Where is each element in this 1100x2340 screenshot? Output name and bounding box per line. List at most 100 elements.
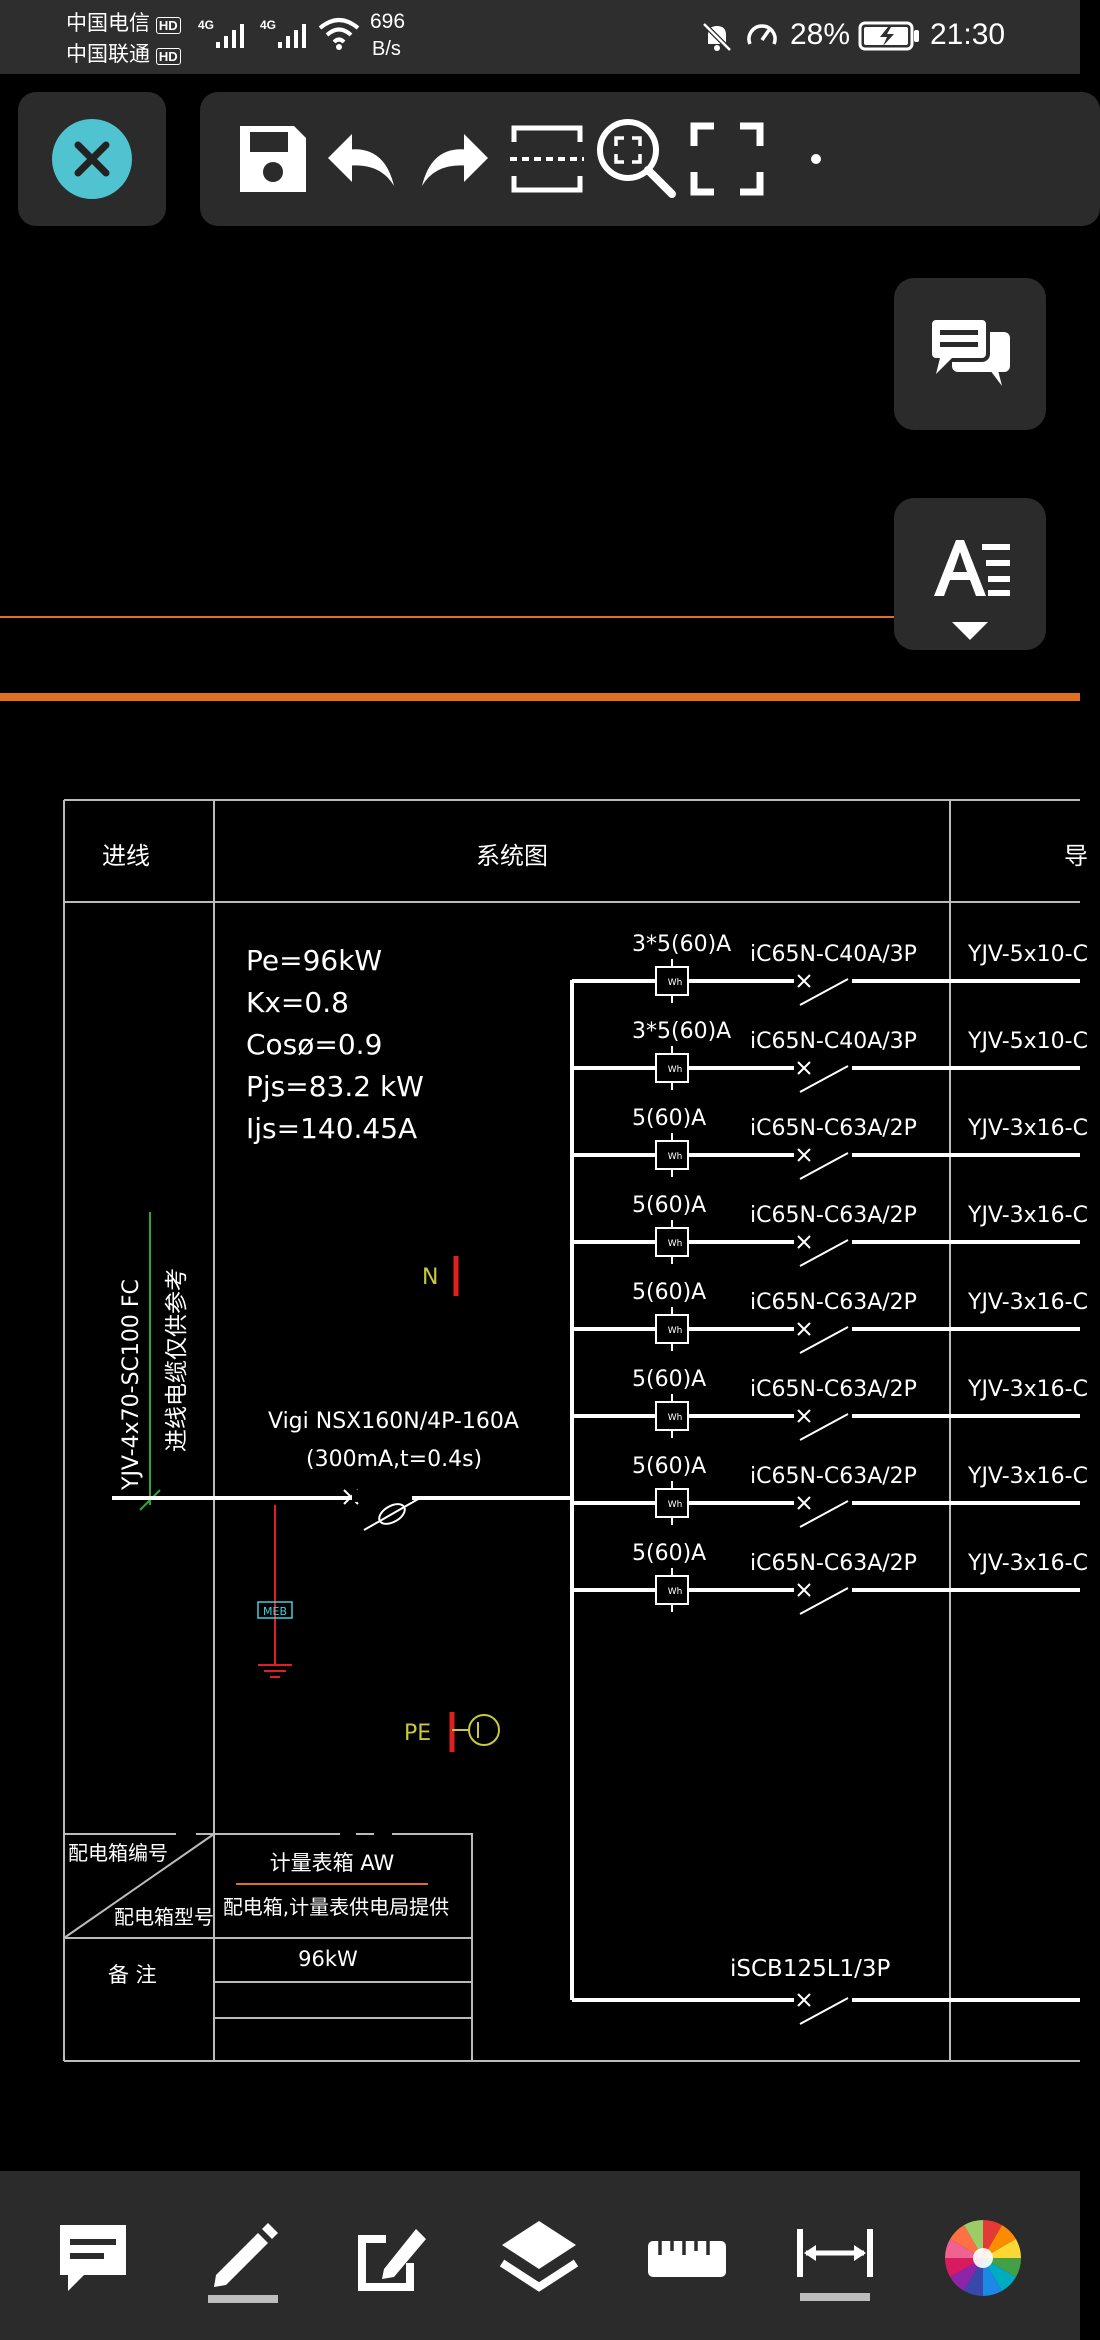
carrier-2: 中国联通 HD [66, 38, 181, 68]
breaker-blade [799, 1500, 849, 1528]
breaker-x [797, 1409, 811, 1423]
breaker-x [797, 1148, 811, 1162]
comments-button[interactable] [894, 278, 1046, 430]
branch-breaker-label: iC65N-C63A/2P [750, 1551, 917, 1576]
branch-breaker-label: iC65N-C63A/2P [750, 1377, 917, 1402]
meter-box [655, 1488, 689, 1518]
network-type-2: 4G [260, 18, 277, 32]
color-wheel-icon[interactable] [936, 2211, 1030, 2305]
clock: 21:30 [930, 18, 1006, 51]
meb-box [257, 1601, 293, 1619]
edit-note-icon[interactable] [344, 2211, 438, 2305]
branch-breaker-label: iC65N-C63A/2P [750, 1203, 917, 1228]
main-breaker-symbol [343, 1489, 421, 1531]
meb-label: MEB [263, 1605, 287, 1618]
net-speed-value: 696 [370, 10, 406, 33]
meter-mark: Wh [668, 1152, 683, 1162]
breaker-x [797, 1322, 811, 1336]
breaker-gap [794, 1996, 852, 2006]
meter-rating: 5(60)A [632, 1454, 706, 1479]
branch-breaker-label: iC65N-C63A/2P [750, 1464, 917, 1489]
fullscreen-icon[interactable] [680, 112, 774, 206]
network-type-1: 4G [198, 18, 215, 32]
net-speed-unit: B/s [372, 38, 401, 60]
branch-cable-label: YJV-3x16-C [967, 1290, 1088, 1315]
breaker-x [797, 1496, 811, 1510]
color-segment [945, 2239, 983, 2258]
neutral-label: N [422, 1265, 438, 1290]
layers-icon[interactable] [492, 2211, 586, 2305]
color-wheel-center [973, 2248, 993, 2268]
pe-label: PE [404, 1721, 431, 1746]
more-icon[interactable] [770, 112, 864, 206]
breaker-gap [794, 1238, 852, 1247]
drawing-table-frame [63, 799, 1080, 2062]
color-segment [950, 2258, 983, 2291]
pencil-icon[interactable] [196, 2211, 290, 2305]
bottom-toolbar [0, 2171, 1080, 2340]
breaker-gap [794, 1151, 852, 1160]
meter-mark: Wh [668, 1326, 683, 1336]
color-segment [950, 2225, 983, 2258]
top-toolbar [200, 92, 1100, 226]
cable-spec: YJV-4x70-SC100 FC [119, 1279, 144, 1491]
section-icon[interactable] [500, 112, 594, 206]
meter-rating: 3*5(60)A [632, 932, 731, 957]
color-segment [945, 2258, 983, 2277]
load-cos: Cosø=0.9 [246, 1028, 382, 1061]
branch-cable-label: YJV-3x16-C [967, 1203, 1088, 1228]
color-segment [983, 2225, 1016, 2258]
meter-rating: 5(60)A [632, 1541, 706, 1566]
battery-percent: 28% [790, 18, 851, 51]
signal-icon [216, 24, 244, 48]
close-icon[interactable] [50, 117, 134, 201]
header-cut: 导 [1064, 842, 1088, 870]
breaker-blade [799, 1239, 849, 1267]
breaker-gap [794, 1586, 852, 1595]
color-segment [983, 2258, 1002, 2296]
dimension-icon[interactable] [788, 2211, 882, 2305]
comment-icon[interactable] [46, 2211, 140, 2305]
meter-rating: 3*5(60)A [632, 1019, 731, 1044]
branch-breaker-label: iC65N-C63A/2P [750, 1290, 917, 1315]
load-pjs: Pjs=83.2 kW [246, 1070, 424, 1103]
breaker-blade [799, 1152, 849, 1180]
zoom-fit-icon[interactable] [590, 112, 684, 206]
breaker-x [797, 1061, 811, 1075]
color-segment [983, 2258, 1016, 2291]
meter-rating: 5(60)A [632, 1367, 706, 1392]
cable-note: 进线电缆仅供参考 [164, 1268, 190, 1452]
meter-rating: 5(60)A [632, 1106, 706, 1131]
meter-box [655, 1575, 689, 1605]
cad-drawing-canvas[interactable]: 进线 系统图 导 Pe=96kW Kx=0.8 Cosø=0.9 Pjs=83.… [0, 580, 1088, 2160]
battery-charging-icon [858, 21, 919, 51]
save-icon[interactable] [226, 112, 320, 206]
capacity-value: 96kW [298, 1947, 358, 1971]
load-kx: Kx=0.8 [246, 986, 349, 1019]
load-ijs: Ijs=140.45A [246, 1112, 417, 1145]
color-segment [983, 2239, 1021, 2258]
mute-bell-icon [702, 22, 732, 52]
pe-terminal-icon [468, 1714, 500, 1746]
breaker-x [797, 1583, 811, 1597]
remark-label: 备 注 [108, 1963, 157, 1987]
box-model-label: 配电箱型号 [114, 1905, 214, 1929]
breaker-gap [794, 1499, 852, 1508]
breaker-blade [799, 1413, 849, 1441]
text-style-button[interactable] [894, 498, 1046, 650]
breaker-blade [799, 978, 849, 1006]
branch-cable-label: YJV-5x10-C [967, 1029, 1088, 1054]
undo-icon[interactable] [316, 112, 410, 206]
meter-mark: Wh [668, 1587, 683, 1597]
meter-box [655, 1140, 689, 1170]
meter-mark: Wh [668, 978, 683, 988]
branch-cable-label: YJV-3x16-C [967, 1377, 1088, 1402]
redo-icon[interactable] [406, 112, 500, 206]
ruler-icon[interactable] [640, 2211, 734, 2305]
